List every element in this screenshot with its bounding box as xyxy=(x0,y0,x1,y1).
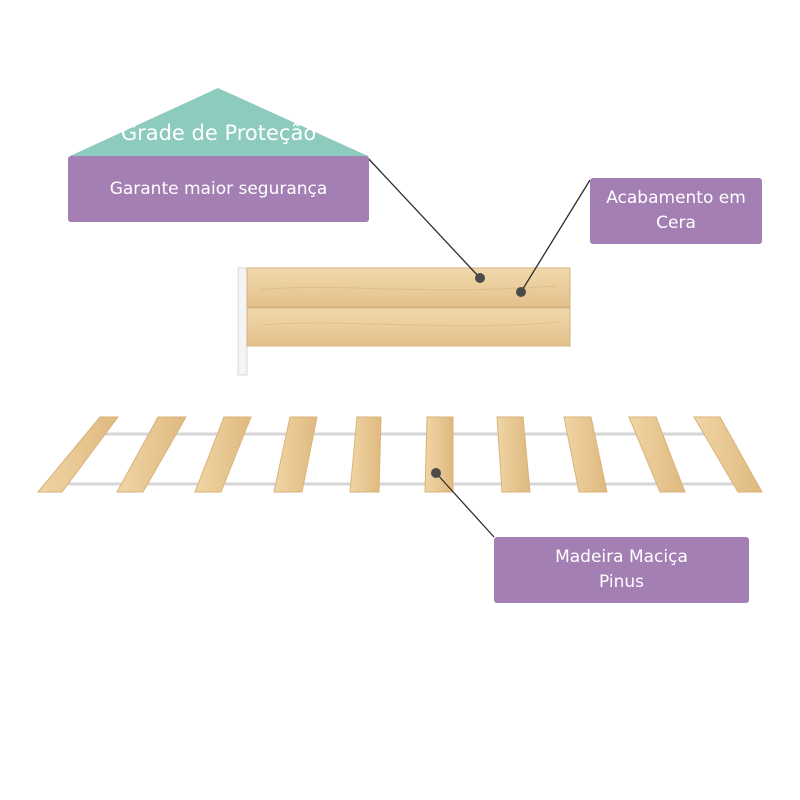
dot-madeira xyxy=(431,468,441,478)
slat-7 xyxy=(496,416,531,493)
slat-straps xyxy=(60,432,740,486)
acabamento-callout: Acabamento em Cera xyxy=(590,178,762,244)
leader-grade xyxy=(365,155,481,279)
slat-1 xyxy=(36,416,119,493)
leader-acabamento xyxy=(520,179,591,293)
guard-rail xyxy=(246,267,571,347)
leader-lines xyxy=(365,155,591,538)
slat-3 xyxy=(194,416,252,493)
grade-text: Garante maior segurança xyxy=(109,178,328,199)
grade-title: Grade de Proteção xyxy=(120,121,317,145)
roof-shape xyxy=(70,88,368,156)
slat-9 xyxy=(628,416,686,493)
dot-acabamento xyxy=(516,287,526,297)
rail-grain xyxy=(259,285,559,327)
slat-2 xyxy=(116,416,187,493)
bed-slats xyxy=(36,416,763,493)
slat-8 xyxy=(563,416,608,493)
slat-5 xyxy=(349,416,382,493)
leader-dots xyxy=(431,273,526,478)
dot-grade xyxy=(475,273,485,283)
acabamento-text: Acabamento em Cera xyxy=(606,188,746,233)
leader-madeira xyxy=(435,472,495,538)
grade-callout: Garante maior segurança xyxy=(68,156,369,222)
madeira-text: Madeira Maciça Pinus xyxy=(555,547,688,592)
slat-4 xyxy=(273,416,318,493)
slat-6 xyxy=(424,416,454,493)
rail-post xyxy=(237,267,248,376)
rail-plank-top xyxy=(246,267,571,308)
rail-plank-bottom xyxy=(246,307,571,347)
madeira-callout: Madeira Maciça Pinus xyxy=(494,537,749,603)
slat-10 xyxy=(693,416,763,493)
